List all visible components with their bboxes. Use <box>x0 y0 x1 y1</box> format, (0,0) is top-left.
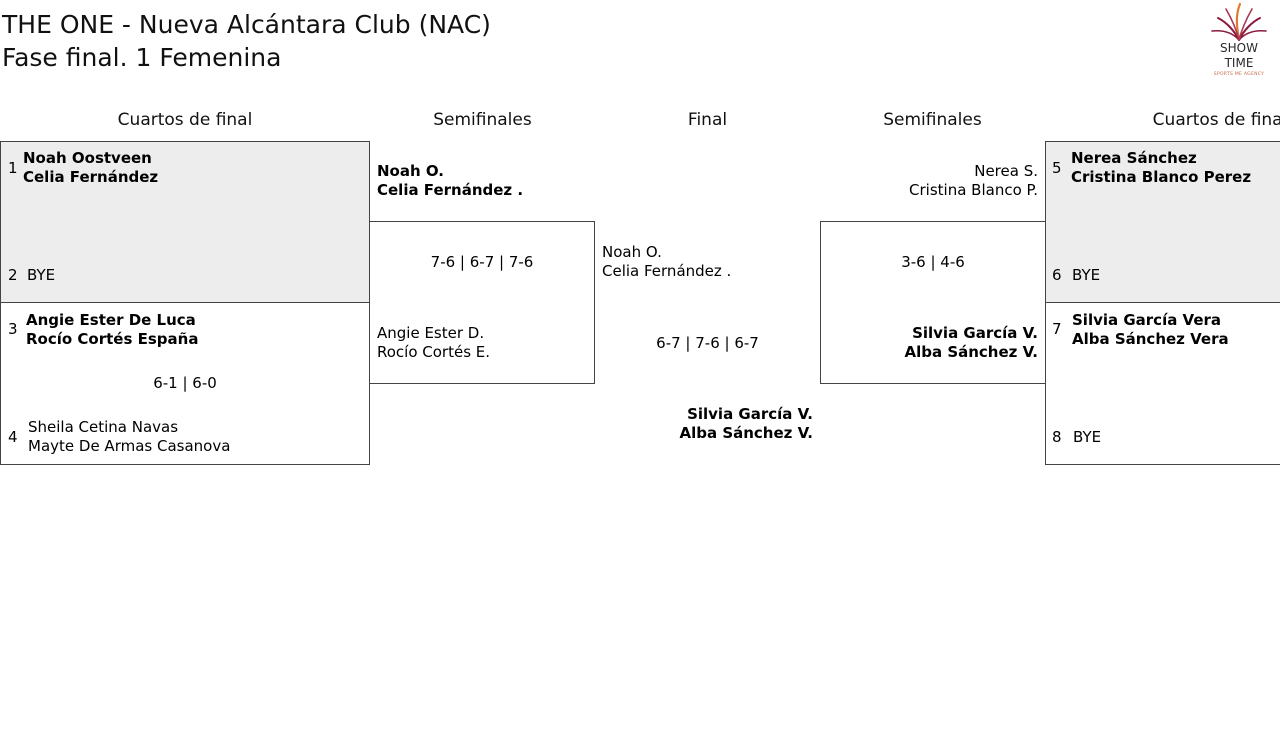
player-name: Noah O. <box>602 243 662 261</box>
quarterfinal-match-3 <box>1045 141 1280 303</box>
team-entry: Noah O. Celia Fernández . <box>602 243 731 281</box>
semifinal-match-left <box>369 221 595 384</box>
page-title: THE ONE - Nueva Alcántara Club (NAC) <box>2 10 491 39</box>
champion-entry: Silvia García V. Alba Sánchez V. <box>595 405 813 443</box>
seed-number: 2 <box>8 266 18 284</box>
logo-tagline: SPORTS ME AGENCY <box>1213 72 1265 77</box>
player-name: Celia Fernández <box>23 168 159 186</box>
player-name: Celia Fernández . <box>602 262 732 280</box>
team-entry: Noah Oostveen Celia Fernández <box>23 149 158 187</box>
player-name: Nerea Sánchez <box>1071 149 1197 167</box>
player-name: Silvia García V. <box>687 405 813 423</box>
player-name: Mayte De Armas Casanova <box>28 437 231 455</box>
seed-number: 6 <box>1052 266 1062 284</box>
seed-number: 8 <box>1052 428 1062 446</box>
team-entry: Noah O. Celia Fernández . <box>377 162 523 200</box>
player-name: Alba Sánchez V. <box>679 424 813 442</box>
seed-number: 3 <box>8 320 18 338</box>
bye-label: BYE <box>1073 428 1102 446</box>
bye-label: BYE <box>1072 266 1101 284</box>
match-score: 7-6 | 6-7 | 7-6 <box>430 253 534 271</box>
round-header-final: Final <box>687 110 728 130</box>
team-entry: Sheila Cetina Navas Mayte De Armas Casan… <box>28 418 230 456</box>
player-name: Noah O. <box>377 162 445 180</box>
fireworks-logo-icon <box>1211 2 1267 42</box>
player-name: Noah Oostveen <box>23 149 152 167</box>
match-score: 6-1 | 6-0 <box>153 374 217 392</box>
player-name: Angie Ester D. <box>377 324 485 342</box>
match-score: 3-6 | 4-6 <box>901 253 965 271</box>
bye-label: BYE <box>27 266 56 284</box>
player-name: Angie Ester De Luca <box>26 311 196 329</box>
seed-number: 7 <box>1052 320 1062 338</box>
page-subtitle: Fase final. 1 Femenina <box>2 43 282 72</box>
round-header-left-quarters: Cuartos de final <box>117 110 253 130</box>
team-entry: Nerea S. Cristina Blanco P. <box>820 162 1038 200</box>
player-name: Sheila Cetina Navas <box>28 418 179 436</box>
player-name: Alba Sánchez V. <box>904 343 1038 361</box>
player-name: Rocío Cortés E. <box>377 343 491 361</box>
team-entry: Angie Ester D. Rocío Cortés E. <box>377 324 490 362</box>
team-entry: Nerea Sánchez Cristina Blanco Perez <box>1071 149 1251 187</box>
seed-number: 4 <box>8 428 18 446</box>
match-score: 6-7 | 7-6 | 6-7 <box>656 334 759 352</box>
seed-number: 1 <box>8 159 18 177</box>
round-header-right-semis: Semifinales <box>883 110 982 130</box>
logo-word-time: TIME <box>1224 56 1254 70</box>
team-entry: Silvia García Vera Alba Sánchez Vera <box>1072 311 1229 349</box>
player-name: Nerea S. <box>974 162 1038 180</box>
team-entry: Silvia García V. Alba Sánchez V. <box>820 324 1038 362</box>
quarterfinal-match-4 <box>1045 302 1280 465</box>
player-name: Silvia García V. <box>912 324 1038 342</box>
logo-word-show: SHOW <box>1220 41 1258 55</box>
player-name: Silvia García Vera <box>1072 311 1222 329</box>
player-name: Celia Fernández . <box>377 181 524 199</box>
round-header-left-semis: Semifinales <box>433 110 532 130</box>
player-name: Cristina Blanco P. <box>909 181 1038 199</box>
team-entry: Angie Ester De Luca Rocío Cortés España <box>26 311 198 349</box>
quarterfinal-match-1 <box>0 141 370 303</box>
seed-number: 5 <box>1052 159 1062 177</box>
showtime-logo: SHOW TIME SPORTS ME AGENCY <box>1204 0 1274 82</box>
player-name: Cristina Blanco Perez <box>1071 168 1252 186</box>
player-name: Alba Sánchez Vera <box>1072 330 1229 348</box>
round-header-right-quarters: Cuartos de final <box>1152 110 1280 130</box>
player-name: Rocío Cortés España <box>26 330 199 348</box>
